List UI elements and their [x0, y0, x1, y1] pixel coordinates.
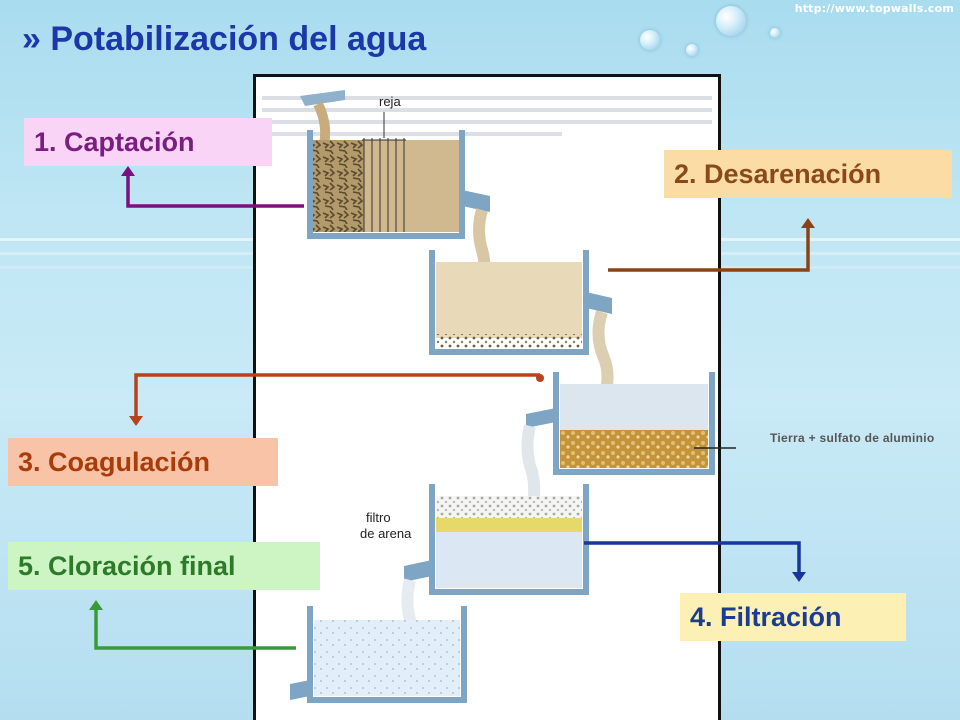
tank-desarenacion	[429, 250, 612, 355]
step-captacion-label: 1. Captación	[24, 118, 272, 166]
page-title: » Potabilización del agua	[22, 20, 427, 58]
sand-note: Tierra + sulfato de aluminio	[770, 431, 935, 445]
arrow-head	[121, 166, 135, 176]
arrow-head	[129, 416, 143, 426]
filtro-label: de arena	[360, 526, 412, 541]
filtro-label: filtro	[366, 510, 391, 525]
watermark: http://www.topwalls.com	[794, 2, 954, 15]
tank-coagulacion	[526, 372, 715, 475]
connector-cloracion	[94, 608, 296, 650]
connector-coagulacion	[134, 373, 540, 418]
step-cloracion-label: 5. Cloración final	[8, 542, 320, 590]
bubble-decoration	[716, 6, 746, 36]
connector-captacion	[126, 174, 304, 208]
bubble-decoration	[686, 44, 698, 56]
connector-lines	[89, 166, 815, 650]
arrow-head	[801, 218, 815, 228]
bubble-decoration	[640, 30, 660, 50]
step-filtracion-label: 4. Filtración	[680, 593, 906, 641]
arrow-head	[89, 600, 103, 610]
tank-captacion	[300, 90, 490, 239]
reja-label: reja	[379, 94, 401, 109]
tank-filtracion	[404, 484, 589, 595]
step-coagulacion-label: 3. Coagulación	[8, 438, 278, 486]
arrow-head	[792, 572, 806, 582]
connector-desarenacion	[608, 226, 810, 272]
tank-cloracion	[290, 606, 467, 703]
faded-text-background	[262, 96, 712, 136]
connector-filtracion	[584, 541, 801, 574]
step-desarenacion-label: 2. Desarenación	[664, 150, 952, 198]
bubble-decoration	[770, 28, 780, 38]
